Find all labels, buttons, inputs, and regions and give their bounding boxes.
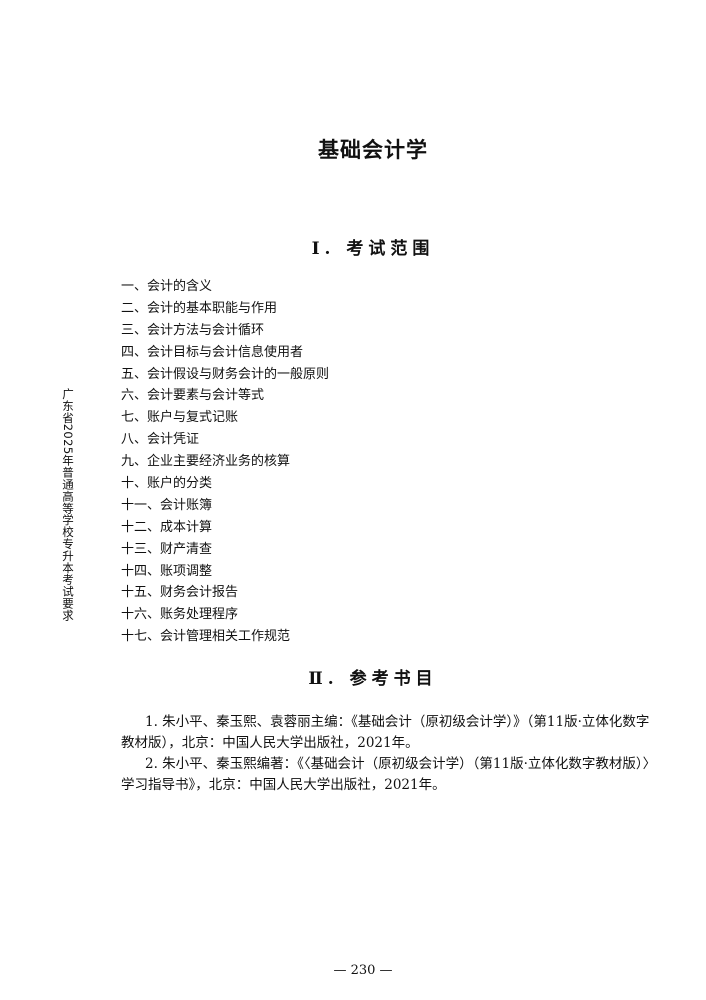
side-running-header: 广东省2025年普通高等学校专升本考试要求 — [61, 388, 75, 622]
list-item: 十五、财务会计报告 — [121, 585, 239, 601]
page-title: 基础会计学 — [318, 137, 428, 162]
list-item: 四、会计目标与会计信息使用者 — [121, 344, 304, 360]
scope-list: 一、会计的含义 二、会计的基本职能与作用 三、会计方法与会计循环 四、会计目标与… — [121, 276, 329, 648]
reference-item: 2. 朱小平、秦玉熙编著：《〈基础会计（原初级会计学）（第11版·立体化数字教材… — [121, 756, 657, 793]
list-item: 八、会计凭证 — [121, 432, 200, 448]
reference-list: 1. 朱小平、秦玉熙、袁蓉丽主编：《基础会计（原初级会计学）》（第11版·立体化… — [121, 712, 661, 796]
list-item: 十二、成本计算 — [121, 519, 213, 535]
list-item: 三、会计方法与会计循环 — [121, 322, 265, 338]
list-item: 十七、会计管理相关工作规范 — [121, 629, 291, 645]
list-item: 十一、会计账簿 — [121, 497, 213, 513]
list-item: 十三、财产清查 — [121, 541, 213, 557]
page-number: — 230 — — [333, 963, 393, 978]
list-item: 九、企业主要经济业务的核算 — [121, 454, 291, 470]
list-item: 七、账户与复式记账 — [121, 410, 239, 426]
list-item: 十四、账项调整 — [121, 563, 213, 579]
list-item: 十六、账务处理程序 — [121, 607, 239, 623]
list-item: 六、会计要素与会计等式 — [121, 388, 265, 404]
list-item: 十、账户的分类 — [121, 476, 213, 492]
section-heading-references: Ⅱ. 参考书目 — [308, 669, 438, 689]
reference-item: 1. 朱小平、秦玉熙、袁蓉丽主编：《基础会计（原初级会计学）》（第11版·立体化… — [121, 714, 650, 751]
list-item: 二、会计的基本职能与作用 — [121, 300, 278, 316]
list-item: 一、会计的含义 — [121, 279, 213, 294]
section-heading-scope: Ⅰ. 考试范围 — [311, 239, 435, 259]
list-item: 五、会计假设与财务会计的一般原则 — [121, 366, 330, 382]
